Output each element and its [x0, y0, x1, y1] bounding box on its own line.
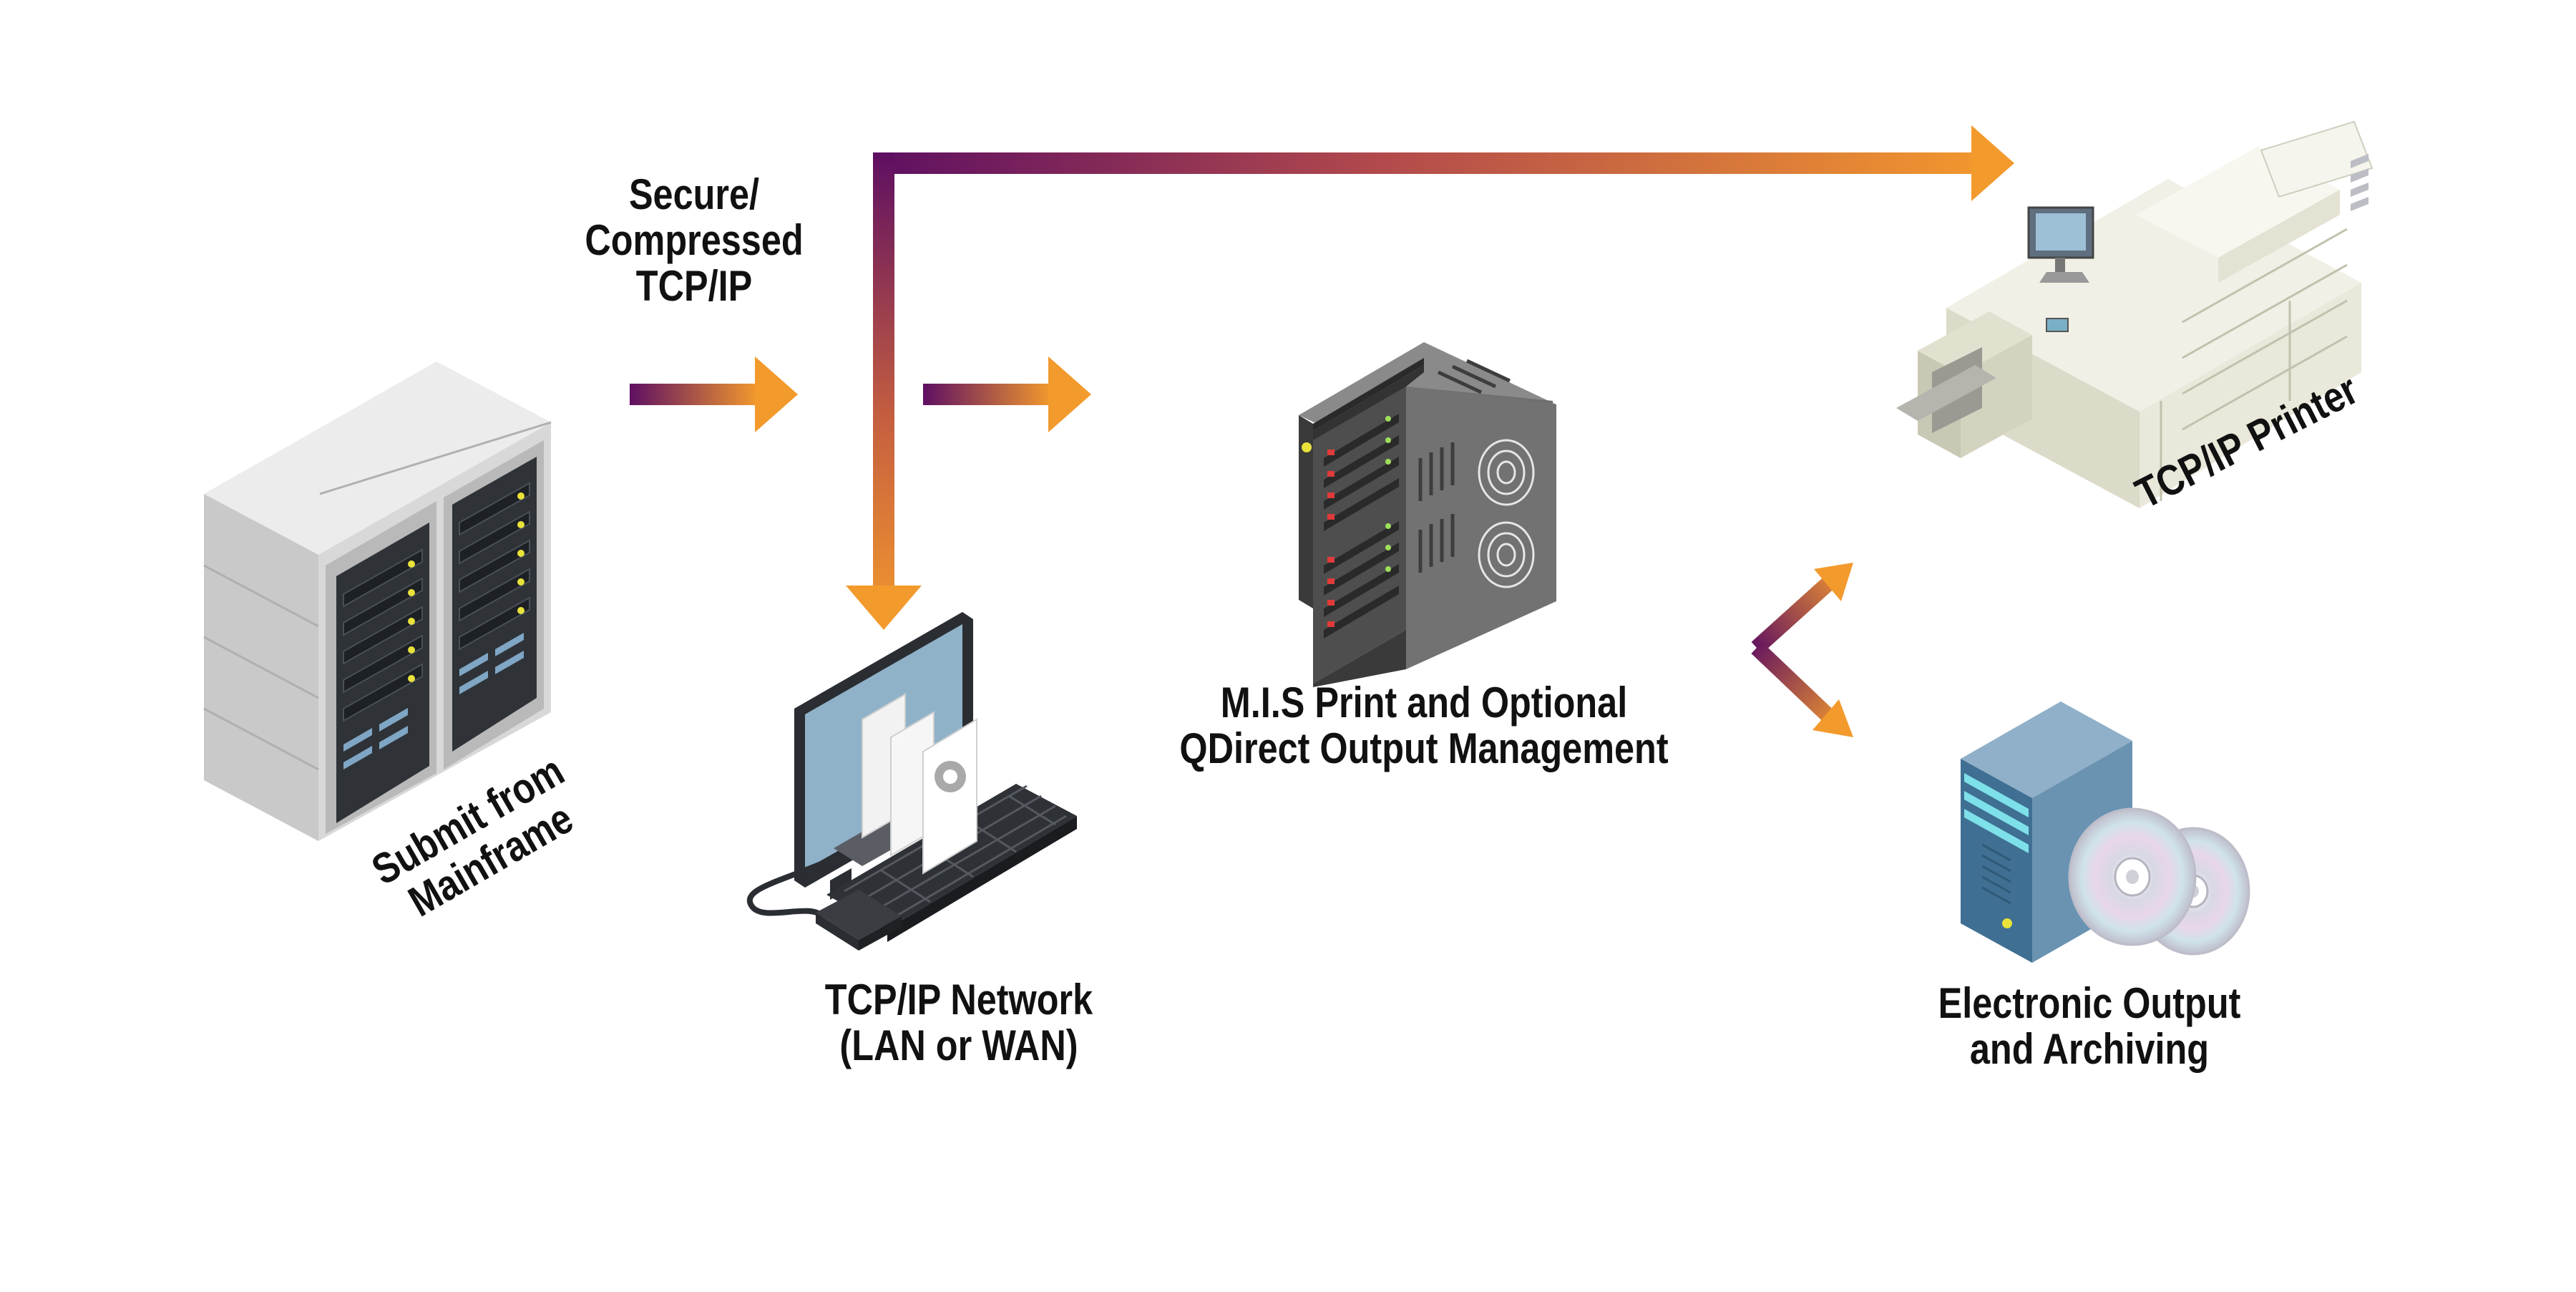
archive-label: Electronic Output and Archiving — [1921, 981, 2258, 1072]
arrow-down-to-network — [846, 152, 922, 630]
network-line-2: (LAN or WAN) — [839, 1021, 1078, 1069]
mis-line-2: QDirect Output Management — [1179, 724, 1669, 772]
network-line-1: TCP/IP Network — [824, 976, 1093, 1024]
secure-line-2: Compressed — [585, 216, 804, 264]
mis-server-icon — [1299, 342, 1556, 687]
secure-line-3: TCP/IP — [635, 262, 753, 310]
printer-icon — [1896, 120, 2373, 508]
mainframe-icon — [203, 361, 552, 841]
arrow-network-to-mis — [923, 356, 1091, 432]
secure-line-1: Secure/ — [628, 170, 760, 218]
network-computer-icon — [746, 612, 1077, 951]
archive-line-2: and Archiving — [1969, 1025, 2210, 1073]
arrow-mainframe-to-network — [630, 356, 798, 432]
mis-line-1: M.I.S Print and Optional — [1220, 679, 1628, 727]
mis-label: M.I.S Print and Optional QDirect Output … — [1166, 680, 1682, 772]
arrow-bypass-to-printer — [873, 125, 2014, 201]
archive-line-1: Electronic Output — [1938, 979, 2241, 1027]
network-label: TCP/IP Network (LAN or WAN) — [791, 977, 1127, 1069]
arrow-split-outputs — [1751, 563, 1853, 737]
disc-icon — [2068, 807, 2250, 956]
secure-tcpip-label: Secure/ Compressed TCP/IP — [568, 172, 821, 309]
